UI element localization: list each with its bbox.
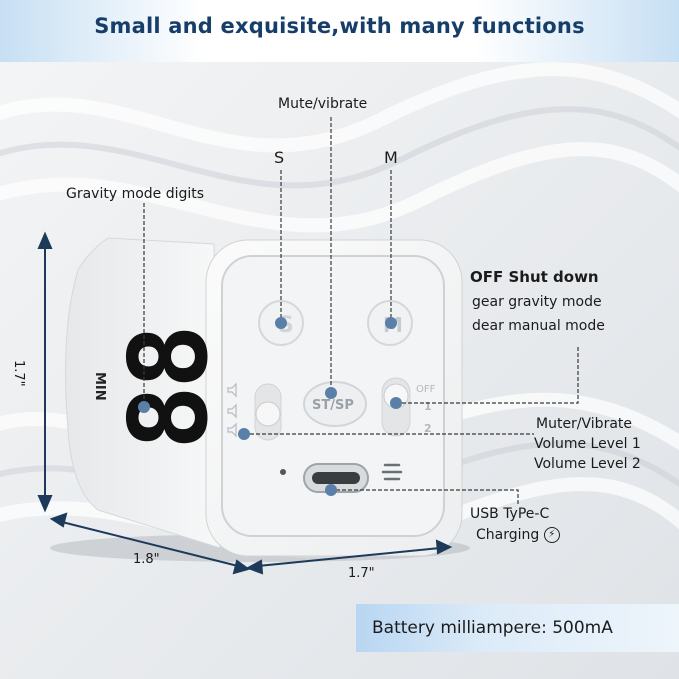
label-charging: Charging ⚡ (476, 527, 560, 543)
device-left-face (65, 237, 221, 549)
display-unit: MIN (92, 372, 107, 401)
label-volume-2: Volume Level 2 (534, 456, 641, 472)
label-m: M (384, 148, 398, 167)
battery-text: Battery milliampere: 500mA (372, 618, 613, 638)
banner-title: Small and exquisite,with many functions (94, 14, 585, 38)
dim-height: 1.7" (11, 360, 26, 387)
reset-hole (280, 469, 286, 475)
label-gravity-digits: Gravity mode digits (66, 186, 205, 202)
speaker-icon (227, 382, 237, 438)
stsp-button[interactable] (303, 381, 367, 427)
label-charging-text: Charging (476, 527, 540, 543)
speaker-grille (381, 463, 403, 481)
label-gear-gravity: gear gravity mode (472, 294, 602, 310)
label-usb-typec: USB TyPe-C (470, 506, 550, 522)
dimension-arrows (37, 231, 453, 575)
volume-switch-knob[interactable] (255, 401, 281, 427)
dim-width: 1.7" (348, 566, 375, 581)
charging-bolt-icon: ⚡ (543, 527, 560, 543)
dim-depth: 1.8" (133, 552, 160, 567)
label-muter-vibrate: Muter/Vibrate (536, 416, 633, 432)
label-volume-1: Volume Level 1 (534, 436, 641, 452)
mode-switch-1: 1 (424, 400, 432, 413)
led-display: 88 (107, 328, 232, 450)
mode-switch-2: 2 (424, 422, 432, 435)
label-dear-manual: dear manual mode (472, 318, 605, 334)
display-digits: 88 (107, 328, 232, 450)
usb-c-port-inner (312, 472, 360, 484)
mode-switch-off: OFF (416, 384, 436, 395)
marker-dots (138, 317, 402, 496)
header-banner (0, 0, 679, 62)
label-s: S (274, 148, 285, 167)
battery-banner (356, 604, 679, 652)
label-off-shutdown: OFF Shut down (470, 268, 599, 286)
stsp-button-label: ST/SP (312, 398, 354, 413)
label-mute-vibrate: Mute/vibrate (278, 96, 368, 112)
leader-lines (143, 117, 579, 505)
